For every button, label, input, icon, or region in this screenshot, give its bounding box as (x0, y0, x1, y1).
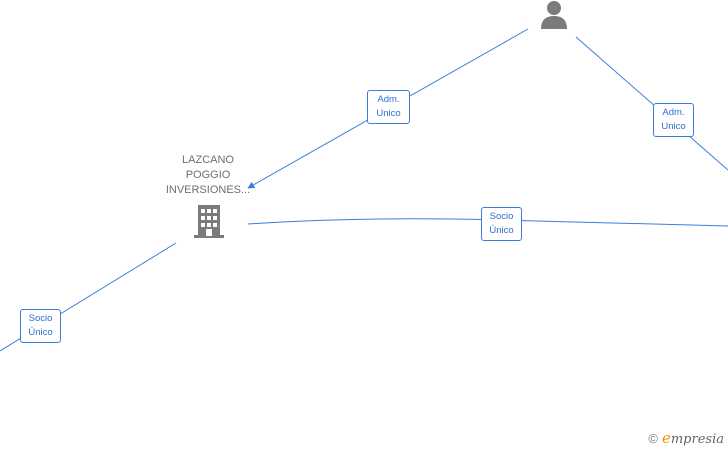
edge-label-adm-unico-1[interactable]: Adm. Unico (367, 90, 410, 124)
company-name-line-3: INVERSIONES... (165, 184, 251, 196)
edge-label-adm-unico-2[interactable]: Adm. Unico (653, 103, 694, 137)
edge-label-socio-unico-2[interactable]: Socio Único (20, 309, 61, 343)
person-icon[interactable] (539, 0, 569, 30)
company-name-line-2: POGGIO (185, 169, 231, 181)
brand-logo: empresia (662, 429, 724, 447)
building-icon[interactable] (193, 204, 225, 238)
watermark: © empresia (648, 429, 724, 447)
edge-label-socio-unico-1[interactable]: Socio Único (481, 207, 522, 241)
edge-person-to-right (575, 36, 728, 171)
company-name-line-1: LAZCANO (182, 154, 234, 166)
copyright-symbol: © (648, 430, 658, 446)
brand-name: mpresia (670, 432, 724, 447)
brand-initial: e (661, 429, 671, 447)
company-name[interactable]: LAZCANO POGGIO INVERSIONES... (150, 153, 266, 198)
